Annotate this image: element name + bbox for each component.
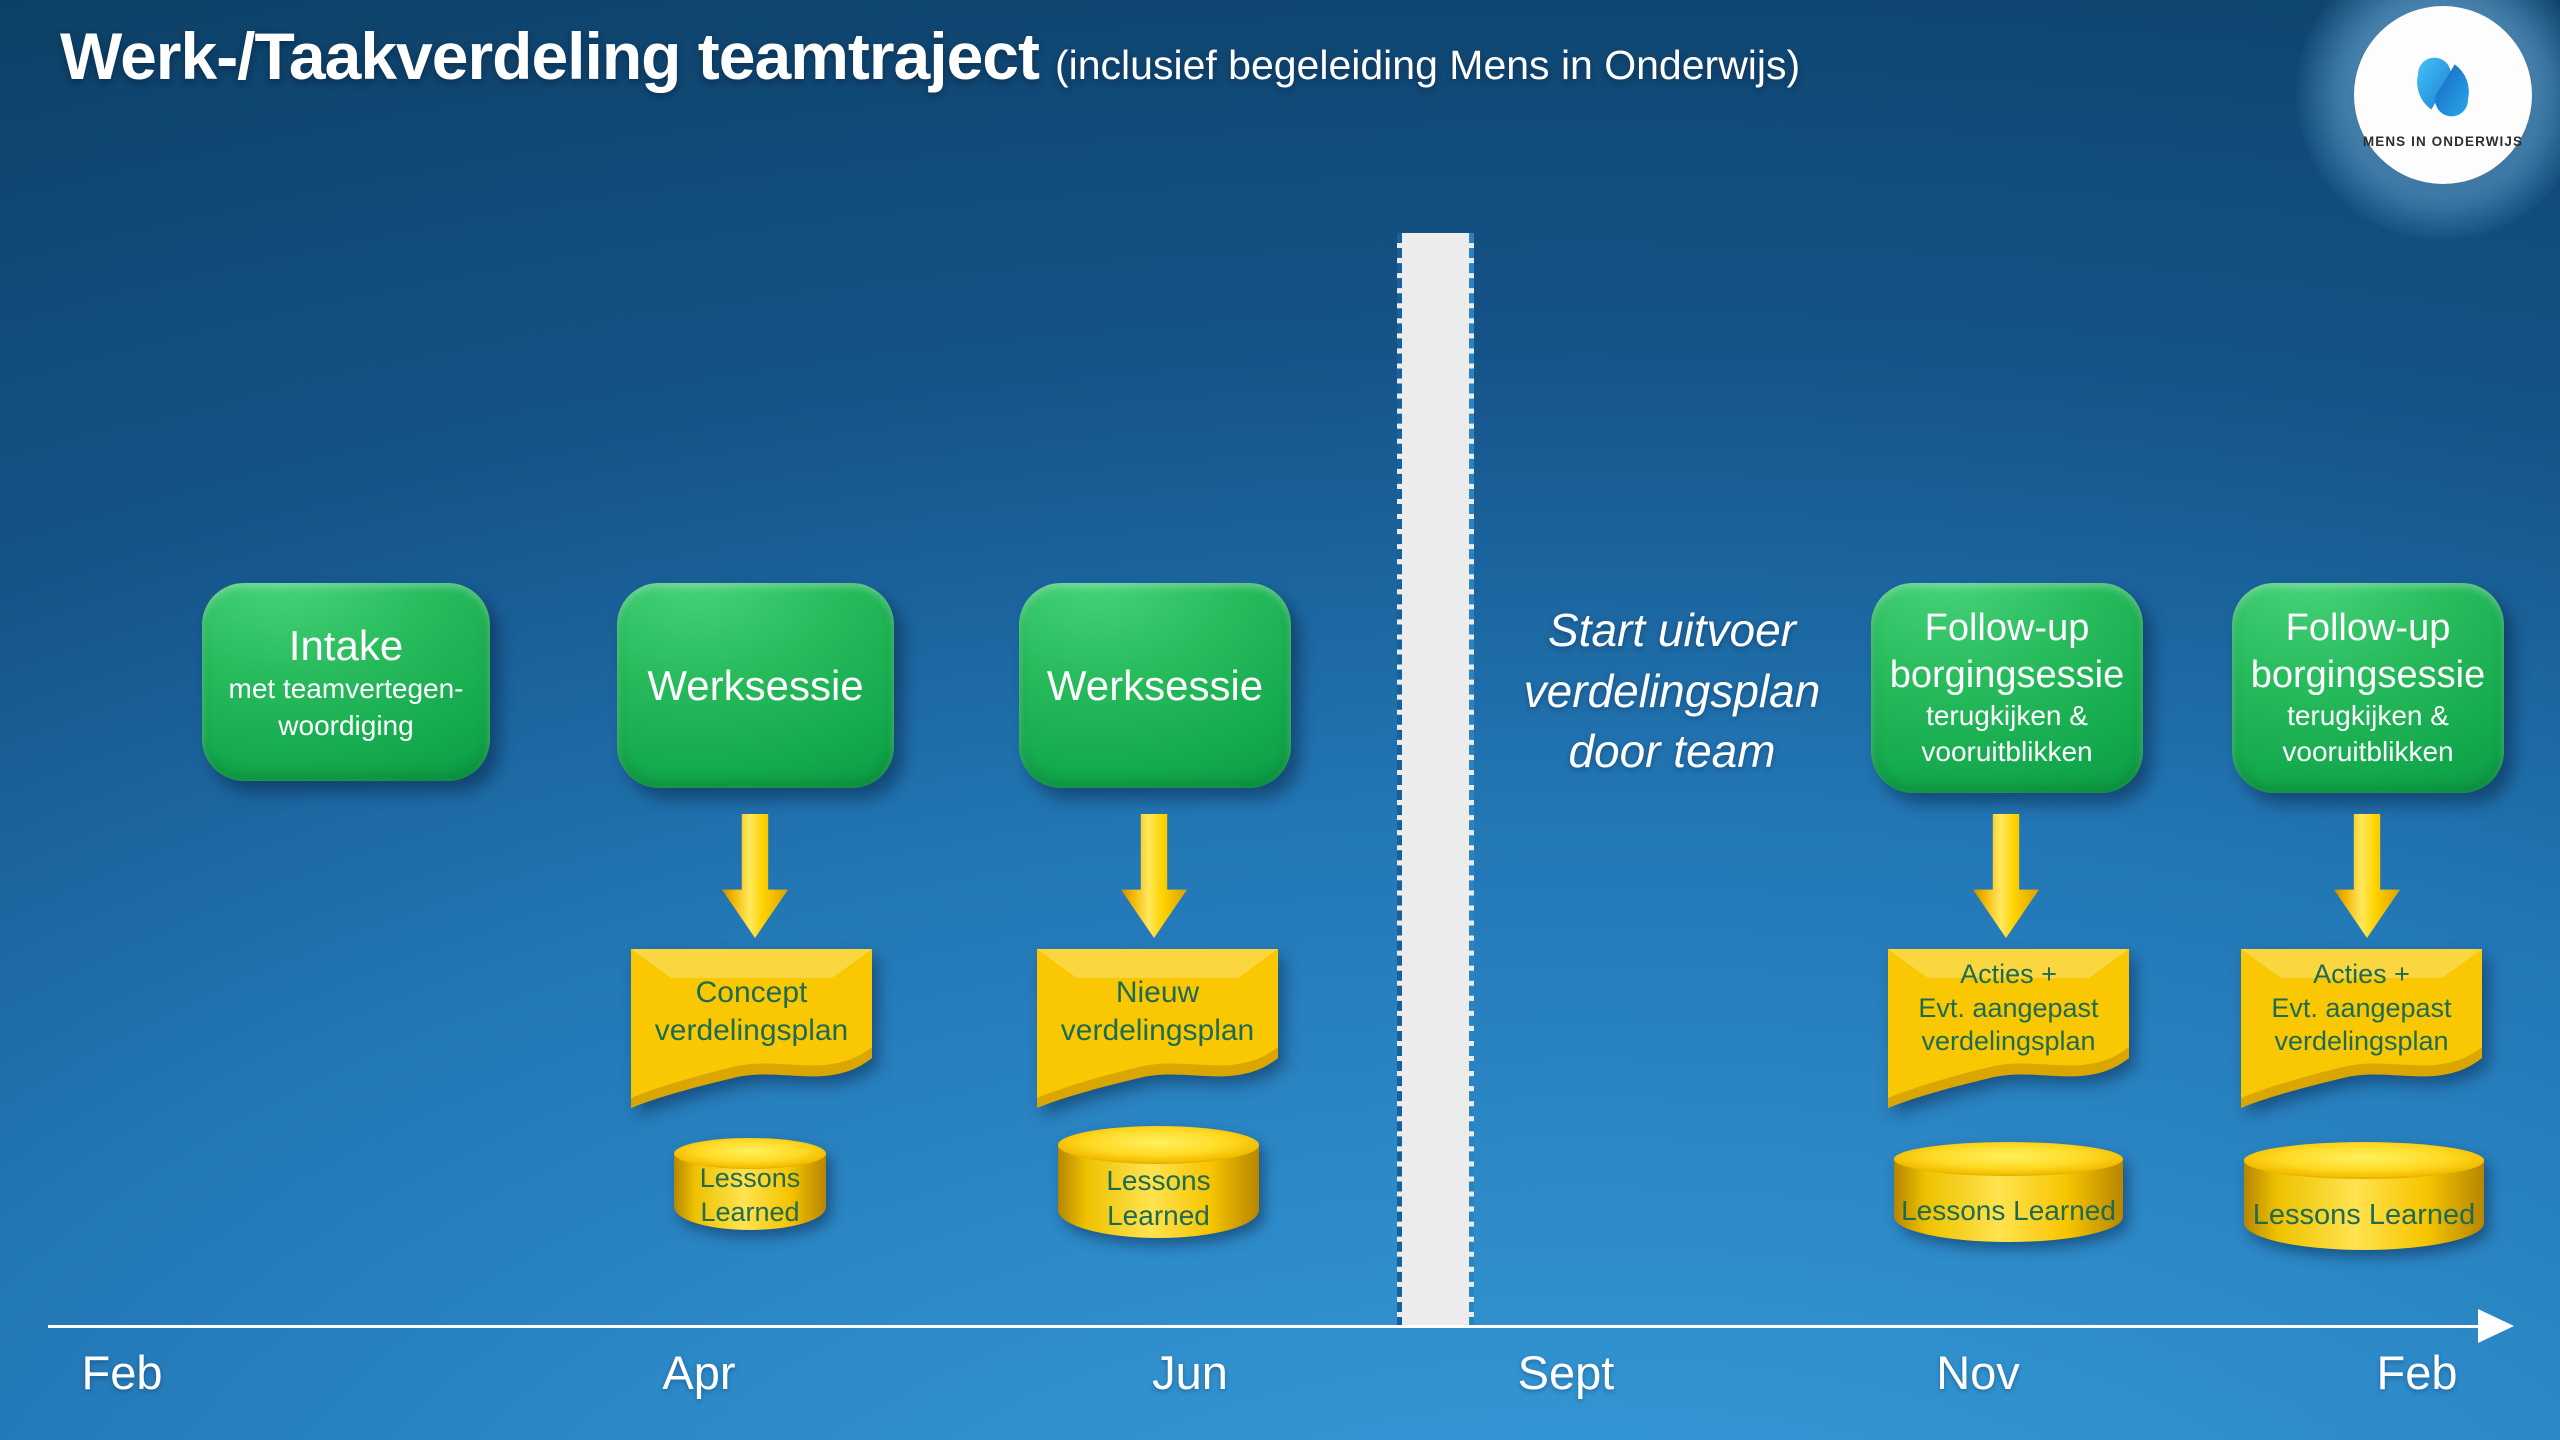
timeline-month-feb-end: Feb xyxy=(2376,1346,2458,1399)
box-werksessie-1: Werksessie xyxy=(617,583,894,788)
title-main: Werk-/Taakverdeling teamtraject xyxy=(60,19,1040,93)
box-werksessie-2: Werksessie xyxy=(1019,583,1291,788)
logo-text: MENS IN ONDERWIJS xyxy=(2362,133,2524,149)
mens-in-onderwijs-logo-icon xyxy=(2417,57,2469,116)
logo: MENS IN ONDERWIJS xyxy=(2354,6,2532,184)
title-subtitle: (inclusief begeleiding Mens in Onderwijs… xyxy=(1054,42,1801,88)
wave-concept-verdelingsplan: Concept verdelingsplan xyxy=(629,946,874,1111)
cylinder-top xyxy=(1058,1126,1259,1165)
cylinder-label-line: Lessons Learned xyxy=(1106,1165,1211,1232)
cylinder-lessons-learned-3: Lessons Learned xyxy=(1894,1142,2123,1242)
wave-label-line: Evt. aangepast xyxy=(1918,992,2099,1023)
cylinder-label: Lessons Learned xyxy=(2244,1142,2484,1250)
cylinder-lessons-learned-1: Lessons Learned xyxy=(674,1138,826,1230)
wave-shape-icon xyxy=(2241,949,2482,1108)
wave-nieuw-verdelingsplan: Nieuw verdelingsplan xyxy=(1035,946,1280,1111)
wave-label-line: Evt. aangepast xyxy=(2271,992,2452,1023)
cylinder-label-line: Lessons Learned xyxy=(1901,1194,2116,1226)
box-subtitle-line: vooruitblikken xyxy=(1921,736,2093,768)
wave-label-line: Acties + xyxy=(2313,958,2410,989)
timeline-month-jun: Jun xyxy=(1152,1346,1228,1399)
wave-shape-icon xyxy=(631,949,872,1108)
box-title-line: borgingsessie xyxy=(2250,653,2486,696)
cylinder-top xyxy=(674,1138,826,1170)
box-title: Werksessie xyxy=(1046,661,1264,709)
wave-label: Concept verdelingsplan xyxy=(629,946,874,1111)
wave-shape-icon xyxy=(1037,949,1278,1108)
cylinder-label: Lessons Learned xyxy=(674,1138,826,1230)
wave-label-line: verdelingsplan xyxy=(1921,1026,2096,1057)
cylinder-label-line: Lessons Learned xyxy=(2252,1199,2476,1232)
wave-label-line: Acties + xyxy=(1960,958,2057,989)
box-followup-2: Follow-up borgingsessie terugkijken & vo… xyxy=(2232,583,2504,793)
wave-acties-2: Acties + Evt. aangepast verdelingsplan xyxy=(2239,946,2484,1111)
box-subtitle-line: woordiging xyxy=(278,709,414,741)
down-arrow-icon xyxy=(1121,814,1187,938)
cylinder-label: Lessons Learned xyxy=(1894,1142,2123,1242)
wave-label-line: verdelingsplan xyxy=(1060,1013,1255,1047)
box-title-line: Follow-up xyxy=(2285,607,2451,650)
timeline-month-apr: Apr xyxy=(662,1346,736,1399)
phase-divider-bar xyxy=(1397,233,1474,1327)
box-title: Intake xyxy=(288,621,404,669)
box-intake: Intake met teamvertegen- woordiging xyxy=(202,583,490,781)
wave-label-line: Nieuw xyxy=(1115,976,1200,1009)
wave-label-line: verdelingsplan xyxy=(654,1013,849,1047)
timeline-month-sept: Sept xyxy=(1517,1346,1615,1399)
cylinder-label: Lessons Learned xyxy=(1058,1126,1259,1238)
box-title: Werksessie xyxy=(647,661,864,709)
timeline-month-nov: Nov xyxy=(1936,1346,2020,1399)
cylinder-top xyxy=(2244,1142,2484,1179)
box-subtitle-line: vooruitblikken xyxy=(2282,736,2454,768)
down-arrow-icon xyxy=(1973,814,2039,938)
start-note-line: Start uitvoer xyxy=(1548,604,1796,656)
cylinder-lessons-learned-2: Lessons Learned xyxy=(1058,1126,1259,1238)
start-note-line: door team xyxy=(1568,725,1776,778)
timeline-month-feb-start: Feb xyxy=(81,1346,163,1399)
box-subtitle-line: terugkijken & xyxy=(2287,699,2449,731)
box-followup-1: Follow-up borgingsessie terugkijken & vo… xyxy=(1871,583,2143,793)
cylinder-lessons-learned-4: Lessons Learned xyxy=(2244,1142,2484,1250)
timeline-axis xyxy=(48,1325,2484,1328)
wave-shape-icon xyxy=(1888,949,2129,1108)
start-uitvoer-note: Start uitvoer verdelingsplan door team xyxy=(1492,600,1852,782)
wave-label: Nieuw verdelingsplan xyxy=(1035,946,1280,1111)
wave-acties-1: Acties + Evt. aangepast verdelingsplan xyxy=(1886,946,2131,1111)
box-subtitle-line: met teamvertegen- xyxy=(228,673,464,705)
cylinder-label-line: Learned xyxy=(700,1197,800,1228)
wave-label-line: verdelingsplan xyxy=(2274,1026,2449,1057)
box-title-line: Follow-up xyxy=(1924,607,2090,650)
timeline-arrowhead-icon xyxy=(2478,1309,2514,1343)
start-note-line: verdelingsplan xyxy=(1523,664,1821,717)
down-arrow-icon xyxy=(722,814,788,938)
box-title-line: borgingsessie xyxy=(1889,653,2125,696)
box-subtitle-line: terugkijken & xyxy=(1926,699,2088,731)
down-arrow-icon xyxy=(2334,814,2400,938)
cylinder-top xyxy=(1894,1142,2123,1176)
cylinder-label-line: Lessons xyxy=(699,1163,801,1194)
wave-label: Acties + Evt. aangepast verdelingsplan xyxy=(2239,946,2484,1111)
page-title: Werk-/Taakverdeling teamtraject (inclusie… xyxy=(60,18,1800,94)
wave-label: Acties + Evt. aangepast verdelingsplan xyxy=(1886,946,2131,1111)
wave-label-line: Concept xyxy=(695,976,808,1009)
